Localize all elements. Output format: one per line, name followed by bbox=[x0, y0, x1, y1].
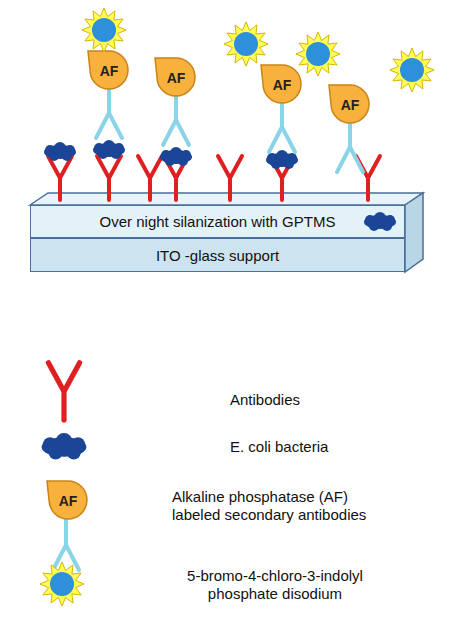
enzyme-shape bbox=[261, 65, 301, 103]
bacterium bbox=[364, 212, 396, 231]
layer-band: ITO -glass support bbox=[30, 238, 405, 272]
enzyme-shape bbox=[155, 58, 195, 96]
substrate-star bbox=[224, 22, 268, 66]
enzyme-label-shape: AF bbox=[326, 82, 370, 124]
legend-label: Alkaline phosphatase (AF) labeled second… bbox=[172, 488, 382, 524]
layer-label: ITO -glass support bbox=[156, 247, 279, 264]
legend-secondary-antibody-icon bbox=[53, 520, 79, 570]
primary-antibody bbox=[48, 156, 72, 200]
enzyme-label-shape: AF bbox=[258, 62, 302, 104]
substrate-star bbox=[82, 8, 126, 52]
primary-antibody bbox=[138, 156, 162, 200]
enzyme-shape bbox=[329, 85, 369, 123]
bacterium bbox=[160, 147, 192, 166]
enzyme-label: AF bbox=[59, 493, 78, 509]
layer-label: Over night silanization with GPTMS bbox=[100, 213, 336, 230]
enzyme-label: AF bbox=[100, 63, 119, 79]
primary-antibody bbox=[218, 156, 242, 200]
substrate-star bbox=[390, 48, 434, 92]
enzyme-label-shape: AF bbox=[44, 478, 88, 520]
legend-label: Antibodies bbox=[230, 391, 430, 409]
enzyme-label-shape: AF bbox=[152, 55, 196, 97]
slab-side-face bbox=[405, 193, 423, 272]
enzyme-shape bbox=[88, 51, 128, 89]
layer-band: Over night silanization with GPTMS bbox=[30, 205, 405, 238]
substrate-star bbox=[296, 32, 340, 76]
enzyme-shape bbox=[47, 481, 87, 519]
secondary-antibody bbox=[96, 88, 122, 138]
secondary-antibody bbox=[269, 102, 295, 152]
secondary-antibody bbox=[163, 95, 189, 145]
secondary-antibody bbox=[337, 122, 363, 172]
bacterium bbox=[93, 140, 125, 159]
slab-top-face bbox=[30, 193, 423, 205]
legend-label: E. coli bacteria bbox=[230, 438, 430, 456]
legend-bacterium-icon bbox=[42, 433, 87, 460]
legend-label: 5-bromo-4-chloro-3-indolyl phosphate dis… bbox=[160, 567, 390, 603]
primary-antibody bbox=[97, 156, 121, 200]
legend-antibody-icon bbox=[48, 363, 79, 420]
legend-substrate-icon bbox=[40, 562, 84, 606]
enzyme-label: AF bbox=[167, 70, 186, 86]
bacterium bbox=[44, 142, 76, 161]
enzyme-label: AF bbox=[273, 77, 292, 93]
enzyme-label: AF bbox=[341, 97, 360, 113]
enzyme-label-shape: AF bbox=[85, 48, 129, 90]
